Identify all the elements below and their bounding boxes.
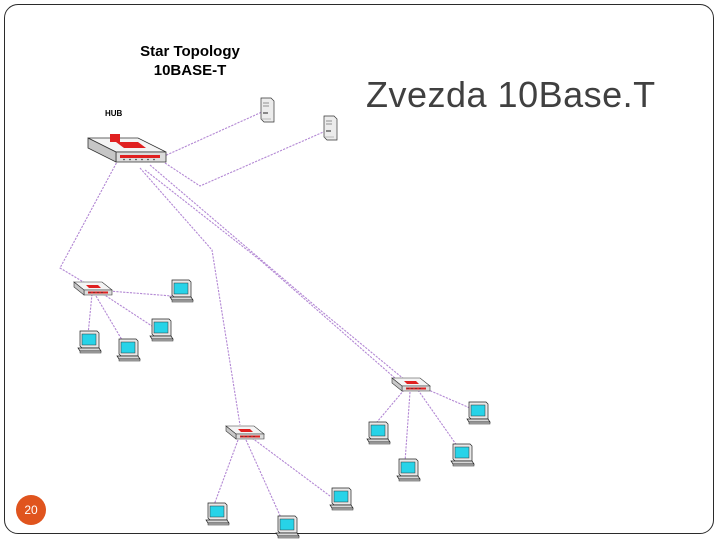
cable: [139, 167, 241, 426]
cable: [404, 391, 411, 463]
computer-icon: [366, 421, 391, 445]
cable: [423, 387, 471, 409]
computer-icon: [205, 502, 230, 526]
hub-icon: [87, 134, 167, 163]
hub-icon: [391, 377, 431, 392]
cable: [417, 389, 461, 451]
cable: [245, 439, 283, 521]
computer-icon: [275, 515, 300, 539]
cable: [251, 437, 331, 497]
cable: [164, 129, 329, 187]
cable: [149, 164, 406, 381]
slide-frame: [4, 4, 714, 534]
page-number-badge: 20: [16, 495, 46, 525]
cable: [144, 169, 405, 387]
computer-icon: [116, 338, 141, 362]
cable: [159, 111, 263, 159]
computer-icon: [169, 279, 194, 303]
cable: [59, 159, 119, 284]
computer-icon: [450, 443, 475, 467]
server-icon: [260, 97, 275, 123]
cable: [213, 439, 239, 506]
cable: [95, 295, 126, 346]
cable: [95, 289, 173, 297]
slide-title: Zvezda 10Base.T: [366, 74, 656, 115]
diagram-title-line1: Star Topology: [140, 43, 240, 60]
server-icon: [323, 115, 338, 141]
computer-icon: [329, 487, 354, 511]
hub-label: HUB: [105, 109, 123, 118]
computer-icon: [77, 330, 102, 354]
diagram-title: Star Topology 10BASE-T: [120, 42, 260, 80]
hub-icon: [73, 281, 113, 296]
diagram-title-line2: 10BASE-T: [153, 62, 227, 79]
hub-icon: [225, 425, 265, 440]
computer-icon: [149, 318, 174, 342]
computer-icon: [466, 401, 491, 425]
cable: [99, 291, 156, 329]
cable: [87, 293, 93, 336]
computer-icon: [396, 458, 421, 482]
